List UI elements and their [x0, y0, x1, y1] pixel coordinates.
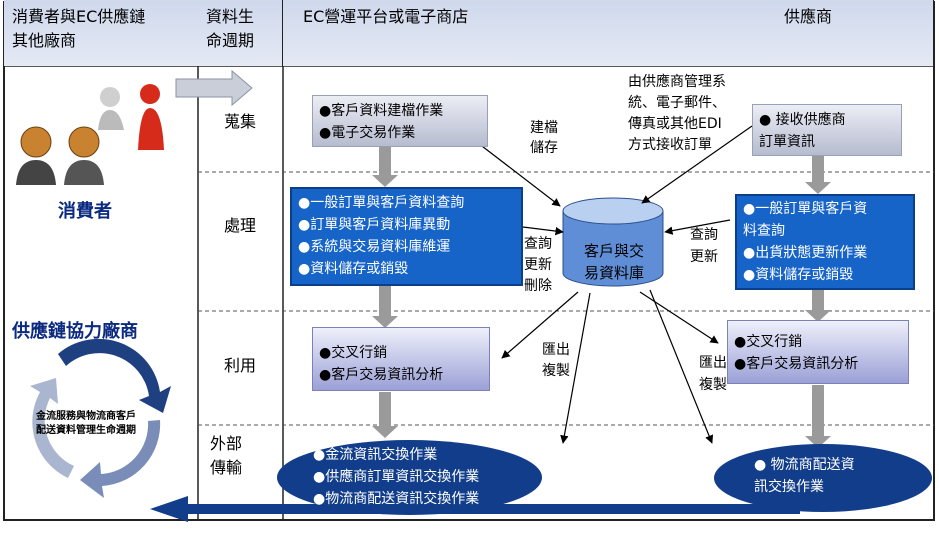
platform-collect-item: ●客戶資料建檔作業: [319, 103, 444, 119]
label-qud-line3: 刪除: [524, 278, 552, 294]
label-export-copy-right: 匯出 複製: [699, 352, 727, 396]
supplier-process-item: ●出貨狀態更新作業: [743, 245, 868, 261]
label-supplier-note: 由供應商管理系 統、電子郵件、 傳真或其他EDI 方式接收訂單: [628, 72, 726, 156]
header-col1-line2: 其他廠商: [12, 31, 77, 50]
label-note-line1: 由供應商管理系: [628, 74, 726, 90]
label-note-line3: 傳真或其他EDI: [628, 116, 722, 132]
supplier-transfer-item: 訊交換作業: [754, 479, 824, 495]
supplier-transfer-item: ● 物流商配送資: [754, 457, 855, 473]
cycle-diagram-icon: [30, 338, 171, 498]
database-label-line1: 客戶與交: [583, 242, 644, 260]
platform-transfer-item: ●物流商配送資訊交換作業: [313, 491, 480, 507]
supplier-use-item: ●客戶交易資訊分析: [734, 356, 859, 372]
header-col4: 供應商: [783, 7, 832, 26]
database-label: 客戶與交 易資料庫: [574, 240, 654, 284]
consumer-people-icon: [16, 84, 164, 185]
platform-transfer-item: ●金流資訊交換作業: [313, 447, 438, 463]
label-ecl-line1: 匯出: [542, 342, 570, 358]
label-qu-line2: 更新: [690, 249, 718, 265]
database-cylinder: [562, 197, 664, 287]
label-build-store-line2: 儲存: [530, 140, 558, 156]
header-col3: EC營運平台或電子商店: [303, 7, 469, 26]
platform-use-box: ●交叉行銷 ●客戶交易資訊分析: [312, 327, 490, 391]
platform-process-item: ●訂單與客戶資料庫異動: [298, 217, 451, 233]
label-ecl-line2: 複製: [542, 363, 570, 379]
platform-process-item: ●系統與交易資料庫維運: [298, 239, 451, 255]
supplier-use-box: ●交叉行銷 ●客戶交易資訊分析: [727, 320, 909, 384]
header-col2-line2: 命週期: [206, 31, 255, 50]
supplier-process-item: ●資料儲存或銷毀: [743, 267, 854, 283]
header-col-supplier: 供應商: [683, 0, 934, 66]
phase-transfer-line2: 傳輸: [210, 458, 243, 477]
label-qud-line2: 更新: [524, 257, 552, 273]
header-col-platform: EC營運平台或電子商店: [283, 0, 683, 66]
platform-collect-item: ●電子交易作業: [319, 125, 416, 141]
cycle-text-line2: 配送資料管理生命週期: [36, 425, 136, 436]
supplier-collect-box: ● 接收供應商 訂單資訊: [752, 104, 902, 156]
platform-use-item: ●交叉行銷: [319, 345, 388, 361]
platform-process-box: ●一般訂單與客戶資料查詢 ●訂單與客戶資料庫異動 ●系統與交易資料庫維運 ●資料…: [290, 187, 523, 286]
label-qu-line1: 查詢: [690, 227, 718, 243]
supply-chain-label: 供應鏈協力廠商: [12, 321, 138, 342]
platform-transfer-ellipse: ●金流資訊交換作業 ●供應商訂單資訊交換作業 ●物流商配送資訊交換作業: [277, 440, 542, 515]
header-col1-line1: 消費者與EC供應鏈: [12, 7, 146, 26]
header-col-lifecycle: 資料生 命週期: [198, 0, 283, 66]
label-note-line2: 統、電子郵件、: [628, 95, 726, 111]
supplier-process-item: 料查詢: [743, 223, 785, 239]
phase-transfer: 外部傳輸: [210, 432, 270, 480]
platform-use-item: ●客戶交易資訊分析: [319, 367, 444, 383]
supplier-collect-item: ● 接收供應商: [759, 112, 846, 128]
label-build-store-line1: 建檔: [530, 120, 558, 136]
label-ecr-line1: 匯出: [699, 355, 727, 371]
database-label-line2: 易資料庫: [583, 264, 644, 282]
phase-use: 利用: [223, 356, 256, 375]
supplier-transfer-ellipse: ● 物流商配送資 訊交換作業: [714, 444, 932, 512]
platform-collect-box: ●客戶資料建檔作業 ●電子交易作業: [312, 95, 488, 147]
cycle-text-line1: 金流服務與物流商客戶: [36, 411, 136, 422]
label-ecr-line2: 複製: [699, 377, 727, 393]
supplier-collect-item: 訂單資訊: [759, 134, 815, 150]
phase-transfer-line1: 外部: [210, 434, 243, 453]
header-col2-line1: 資料生: [206, 7, 255, 26]
platform-process-item: ●一般訂單與客戶資料查詢: [298, 195, 465, 211]
phase-collect: 蒐集: [223, 112, 256, 131]
supplier-process-box: ●一般訂單與客戶資 料查詢 ●出貨狀態更新作業 ●資料儲存或銷毀: [735, 194, 915, 290]
label-build-store: 建檔 儲存: [530, 118, 558, 158]
supplier-process-item: ●一般訂單與客戶資: [743, 201, 868, 217]
header-col-consumer: 消費者與EC供應鏈 其他廠商: [4, 0, 199, 66]
platform-transfer-item: ●供應商訂單資訊交換作業: [313, 469, 480, 485]
consumer-label: 消費者: [58, 201, 112, 222]
cycle-text: 金流服務與物流商客戶 配送資料管理生命週期: [36, 410, 136, 438]
phase-process: 處理: [223, 216, 256, 235]
label-qud-line1: 查詢: [524, 236, 552, 252]
label-query-update-delete: 查詢 更新 刪除: [524, 234, 552, 297]
label-export-copy-left: 匯出 複製: [542, 340, 570, 382]
label-note-line4: 方式接收訂單: [628, 137, 712, 153]
supplier-use-item: ●交叉行銷: [734, 334, 803, 350]
platform-process-item: ●資料儲存或銷毀: [298, 261, 409, 277]
label-query-update: 查詢 更新: [690, 224, 718, 268]
